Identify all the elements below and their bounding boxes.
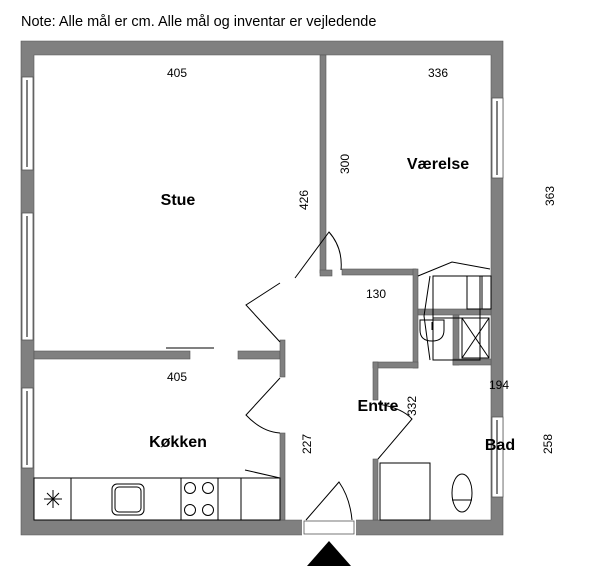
sink-icon: [111, 483, 145, 516]
entrance-threshold: [303, 520, 355, 535]
door-koekken: [245, 377, 281, 434]
toilet-icon: [451, 473, 473, 513]
dim-vaerelse-depth-left: 300: [338, 154, 352, 174]
shower: [461, 317, 490, 359]
outer-wall: [20, 40, 504, 536]
room-label-vaerelse: Værelse: [407, 156, 469, 173]
interior-walls: [33, 54, 492, 521]
dim-koekken-width: 405: [167, 370, 187, 384]
washbasin-icon: [419, 319, 445, 342]
doors: [245, 231, 413, 521]
plan-note: Note: Alle mål er cm. Alle mål og invent…: [21, 14, 377, 30]
dim-vaerelse-depth-right: 363: [543, 186, 557, 206]
entrance-arrow-icon: [307, 541, 351, 566]
stove-icon: [184, 482, 214, 516]
room-label-bad: Bad: [485, 437, 515, 454]
room-label-koekken: Køkken: [149, 434, 207, 451]
dim-koekken-depth: 227: [300, 434, 314, 454]
windows: [21, 76, 504, 498]
door-vaerelse: [294, 231, 342, 279]
door-entrance: [305, 481, 353, 521]
dim-entre-width: 130: [366, 287, 386, 301]
dim-bad-depth: 258: [541, 434, 555, 454]
room-label-entre: Entre: [358, 398, 399, 415]
light-icon: [44, 490, 62, 508]
washing-machine: [379, 462, 431, 521]
dim-bad-width: 194: [489, 378, 509, 392]
dim-entre-depth: 332: [405, 396, 419, 416]
room-label-stue: Stue: [161, 192, 196, 209]
door-bad: [377, 403, 413, 460]
dim-vaerelse-width: 336: [428, 66, 448, 80]
kitchen-counter: [33, 469, 281, 521]
door-stue: [245, 282, 281, 343]
bathroom-fixtures: [379, 317, 490, 521]
dim-stue-depth: 426: [297, 190, 311, 210]
dim-stue-width: 405: [167, 66, 187, 80]
